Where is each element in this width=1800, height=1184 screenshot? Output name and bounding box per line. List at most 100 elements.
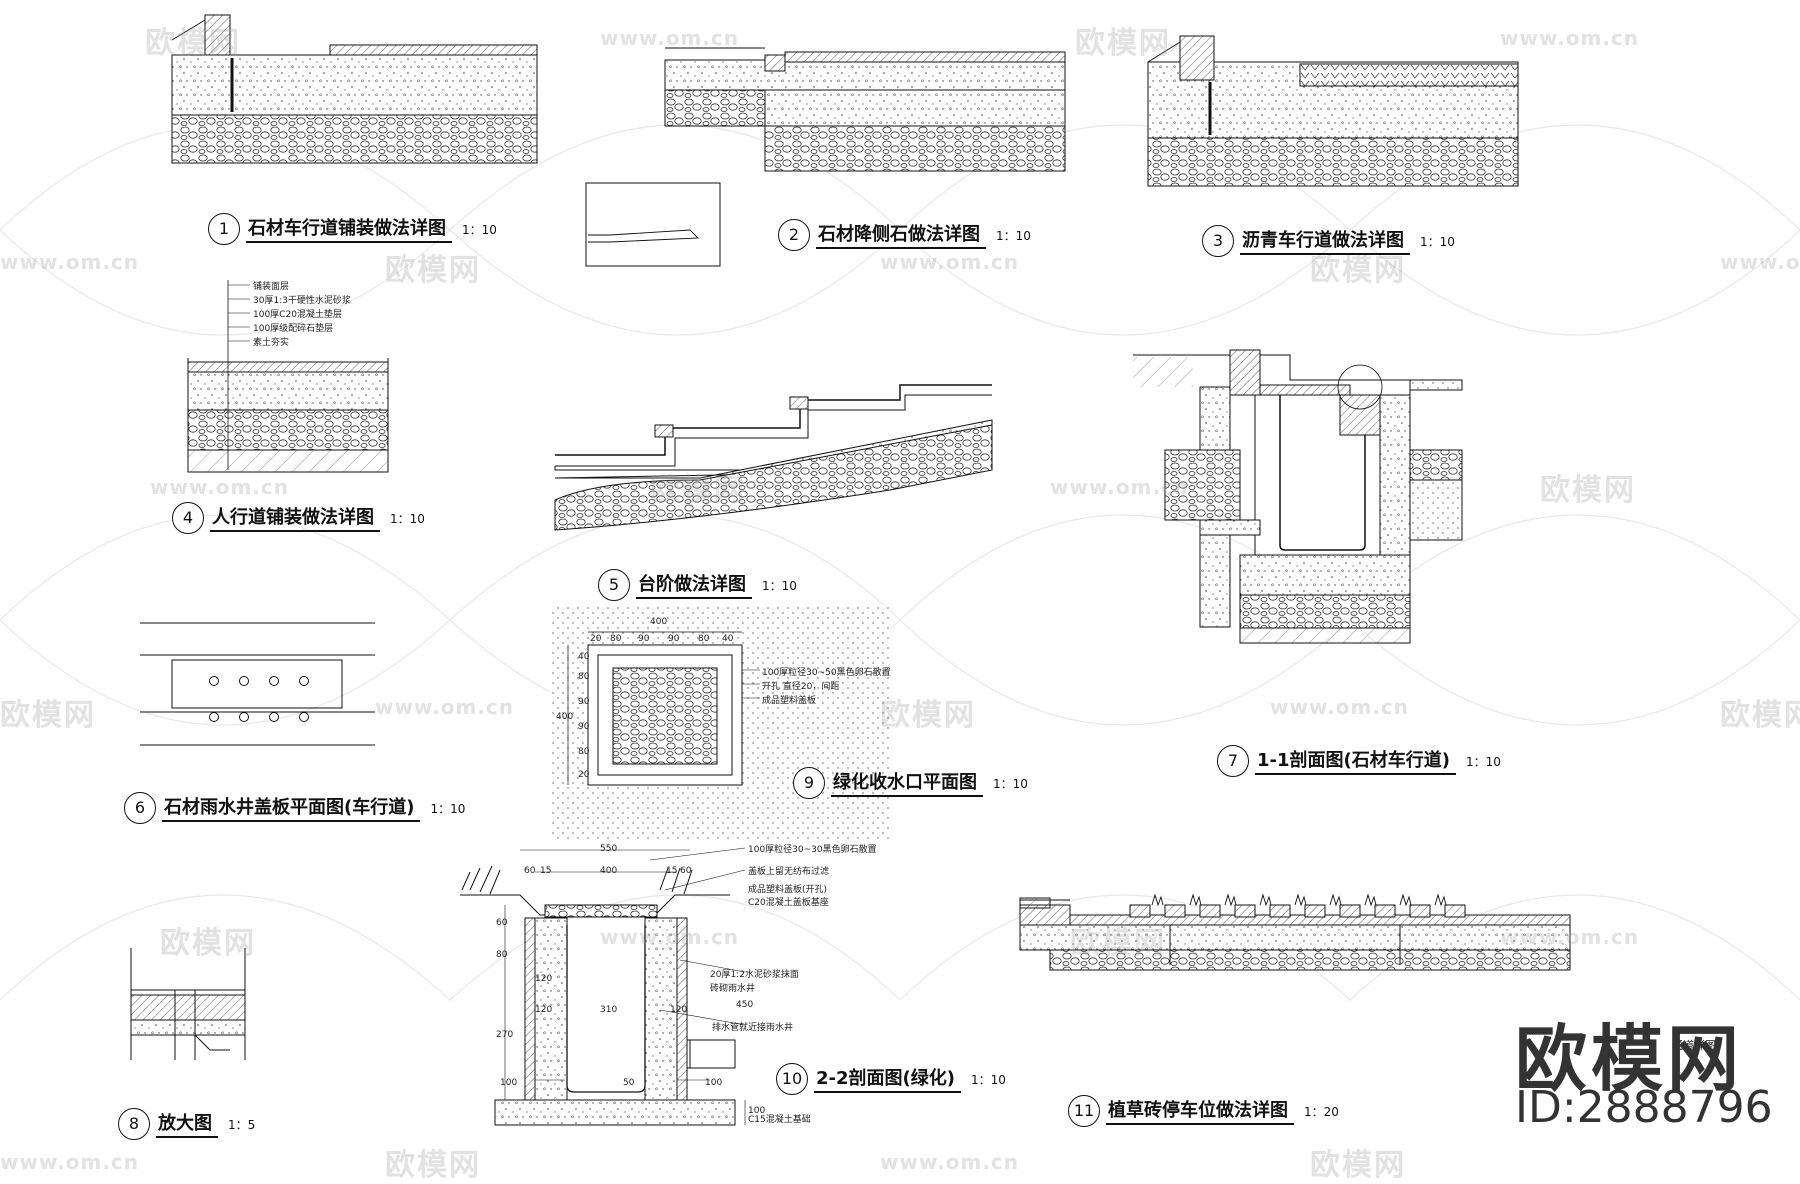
detail-title-text: 石材降侧石做法详图: [816, 223, 986, 249]
detail-title-text: 放大图: [156, 1112, 218, 1138]
detail-title-text: 1-1剖面图(石材车行道): [1255, 749, 1456, 775]
dimension-label: 90: [578, 697, 590, 707]
dimension-label: 400: [556, 712, 574, 722]
dimension-label: 80: [496, 950, 508, 960]
detail-title-text: 植草砖停车位做法详图: [1106, 1099, 1294, 1125]
dimension-label: 60: [680, 866, 692, 876]
dimension-label: 400: [650, 617, 668, 627]
layer-note: 100厚C20混凝土垫层: [253, 310, 342, 320]
detail-number: 8: [118, 1108, 150, 1140]
detail-scale: 1：10: [1420, 234, 1455, 249]
detail-3-linework: [1147, 35, 1519, 187]
dimension-label: 90: [668, 634, 680, 644]
detail-1-linework: [171, 14, 538, 164]
dimension-label: 60: [496, 918, 508, 928]
callout-note: C15混凝土基础: [748, 1115, 811, 1125]
dimension-label: 100: [748, 1106, 766, 1116]
detail-scale: 1：20: [1304, 1104, 1339, 1119]
callout-note: 成品塑料盖板(开孔): [748, 885, 828, 895]
detail-number: 6: [124, 792, 156, 824]
dimension-label: 50: [623, 1078, 635, 1088]
layer-note: 100厚级配碎石垫层: [253, 324, 334, 334]
dimension-label: 270: [496, 1030, 514, 1040]
detail-2-linework: [585, 47, 1066, 267]
detail-title-text: 沥青车行道做法详图: [1240, 229, 1410, 255]
callout-note: 排水管就近接雨水井: [712, 1023, 794, 1033]
layer-note: 素土夯实: [253, 338, 290, 348]
detail-title-text: 人行道铺装做法详图: [210, 506, 380, 532]
detail-title-text: 石材雨水井盖板平面图(车行道): [162, 796, 421, 822]
detail-number: 4: [172, 502, 204, 534]
detail-scale: 1：10: [762, 578, 797, 593]
detail-8-linework: [130, 948, 246, 1060]
detail-6-linework: [140, 622, 375, 746]
detail-scale: 1：10: [970, 1072, 1006, 1087]
detail-scale: 1：10: [993, 776, 1028, 791]
detail-title-text: 2-2剖面图(绿化): [814, 1067, 961, 1093]
dimension-label: 20: [590, 634, 602, 644]
dimension-label: 550: [600, 844, 618, 854]
dimension-label: 80: [578, 747, 590, 757]
dimension-label: 20: [578, 770, 590, 780]
detail-scale: 1：10: [996, 228, 1031, 243]
dimension-label: 80: [578, 672, 590, 682]
dimension-label: 40: [722, 634, 734, 644]
dimension-label: 120: [535, 1005, 553, 1015]
dimension-label: 100: [500, 1078, 518, 1088]
detail-scale: 1：10: [1465, 754, 1501, 769]
dimension-label: 60: [524, 866, 536, 876]
detail-scale: 1：10: [390, 511, 425, 526]
dimension-label: 120: [535, 974, 553, 984]
detail-scale: 1：10: [462, 222, 497, 237]
dimension-label: 15: [666, 866, 678, 876]
detail-9-linework: [550, 605, 890, 840]
detail-5-linework: [554, 384, 993, 531]
detail-scale: 1：10: [430, 801, 466, 816]
callout-note: C20混凝土盖板基座: [748, 898, 829, 908]
dimension-label: 80: [610, 634, 622, 644]
callout-note: 100厚粒径30~50黑色卵石散置: [762, 668, 891, 678]
brand-id: ID:2888796: [1515, 1082, 1773, 1133]
layer-note: 铺装面层: [253, 282, 290, 292]
detail-title-text: 绿化收水口平面图: [831, 771, 983, 797]
dimension-label: 400: [600, 866, 618, 876]
callout-note: 通道详图: [1672, 1039, 1716, 1052]
callout-note: 100厚粒径30~30黑色卵石散置: [748, 845, 877, 855]
dimension-label: 15: [540, 866, 552, 876]
dimension-label: 90: [638, 634, 650, 644]
detail-7-linework: [1133, 349, 1463, 644]
detail-number: 11: [1068, 1095, 1100, 1127]
detail-scale: 1：5: [228, 1117, 256, 1132]
dimension-label: 100: [705, 1078, 723, 1088]
dimension-label: 40: [578, 652, 590, 662]
callout-note: 成品塑料盖板: [762, 696, 817, 706]
detail-11-linework: [1019, 893, 1571, 971]
layer-note: 30厚1:3干硬性水泥砂浆: [253, 296, 351, 306]
dimension-label: 120: [670, 1005, 688, 1015]
detail-number: 1: [208, 213, 240, 245]
detail-number: 5: [598, 569, 630, 601]
callout-note: 开孔 直径20，间距: [762, 682, 840, 692]
detail-title-text: 石材车行道铺装做法详图: [246, 217, 452, 243]
detail-number: 2: [778, 219, 810, 251]
detail-10-linework: [460, 847, 746, 1126]
callout-note: 盖板上留无纺布过滤: [748, 867, 830, 877]
detail-number: 7: [1217, 745, 1249, 777]
dimension-label: 80: [698, 634, 710, 644]
callout-note: 砖砌雨水井: [710, 984, 756, 994]
callout-note: 20厚1:2水泥砂浆抹面: [710, 970, 799, 980]
detail-title-text: 台阶做法详图: [636, 573, 752, 599]
dimension-label: 90: [578, 722, 590, 732]
brand-logo-text: 欧模网: [1515, 1017, 1744, 1101]
detail-number: 9: [793, 767, 825, 799]
